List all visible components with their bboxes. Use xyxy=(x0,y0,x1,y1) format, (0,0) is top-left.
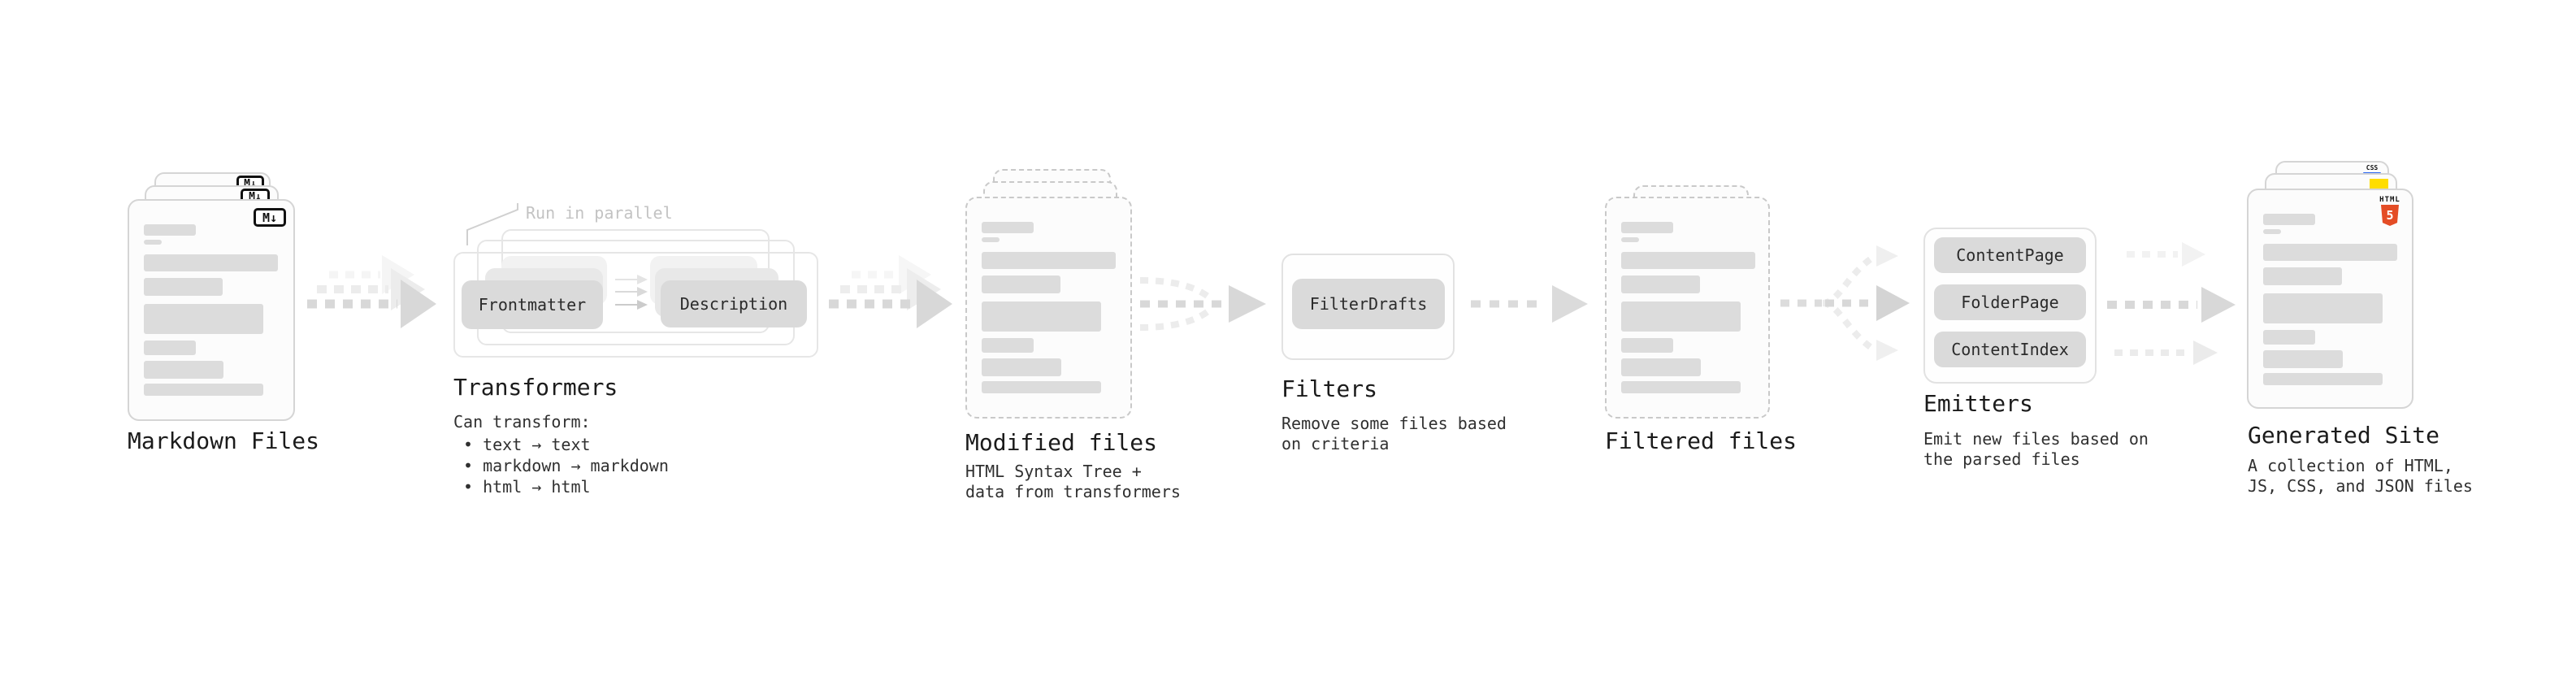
content-placeholder-bar xyxy=(2263,373,2383,385)
node-label: Generated Site xyxy=(2248,422,2440,449)
content-placeholder-bar xyxy=(982,301,1101,332)
transform-capability-item: • html → html xyxy=(463,477,591,497)
transformer-chip-frontmatter: Frontmatter xyxy=(462,280,603,329)
content-placeholder-bar xyxy=(1621,275,1700,293)
description-line: data from transformers xyxy=(965,482,1181,501)
content-placeholder-bar xyxy=(1621,301,1741,332)
content-placeholder-bar xyxy=(2263,267,2342,285)
description-line: JS, CSS, and JSON files xyxy=(2248,476,2473,496)
description-line: Emit new files based on xyxy=(1923,429,2149,449)
content-placeholder-bar xyxy=(2263,229,2281,234)
emitter-chip-contentpage: ContentPage xyxy=(1934,237,2086,273)
content-placeholder-bar xyxy=(982,358,1061,376)
content-placeholder-bar xyxy=(2263,330,2315,345)
description-line: HTML Syntax Tree + xyxy=(965,462,1142,481)
content-placeholder-bar xyxy=(2263,214,2315,225)
node-label: Filtered files xyxy=(1605,427,1798,454)
content-placeholder-bar xyxy=(2263,293,2383,323)
file-card: M↓ xyxy=(128,199,295,421)
node-description: HTML Syntax Tree + data from transformer… xyxy=(965,462,1181,502)
description-line: the parsed files xyxy=(1923,449,2080,469)
content-placeholder-bar xyxy=(144,304,263,334)
file-card xyxy=(1605,197,1770,419)
content-placeholder-bar xyxy=(144,340,196,355)
transformer-stack-box xyxy=(453,252,818,358)
content-placeholder-bar xyxy=(982,237,1000,242)
content-placeholder-bar xyxy=(144,361,223,379)
filter-chip-filterdrafts: FilterDrafts xyxy=(1292,279,1445,329)
content-placeholder-bar xyxy=(1621,381,1741,393)
file-content-placeholder xyxy=(1607,198,1768,417)
content-placeholder-bar xyxy=(982,381,1101,393)
content-placeholder-bar xyxy=(144,224,196,236)
node-title: Filters xyxy=(1281,375,1378,402)
description-line: Remove some files based xyxy=(1281,414,1507,433)
run-in-parallel-note: Run in parallel xyxy=(526,203,673,223)
content-placeholder-bar xyxy=(1621,252,1755,269)
content-placeholder-bar xyxy=(982,222,1034,233)
file-card xyxy=(965,197,1132,419)
content-placeholder-bar xyxy=(1621,222,1673,233)
content-placeholder-bar xyxy=(144,278,223,296)
node-description: Remove some files based on criteria xyxy=(1281,414,1507,454)
content-placeholder-bar xyxy=(2263,244,2397,261)
file-content-placeholder xyxy=(967,198,1130,417)
content-placeholder-bar xyxy=(1621,358,1701,376)
content-placeholder-bar xyxy=(144,240,162,245)
content-placeholder-bar xyxy=(144,254,278,271)
transform-capability-item: • markdown → markdown xyxy=(463,456,669,475)
html5-icon: HTML 5 xyxy=(2379,196,2400,226)
node-description: Emit new files based on the parsed files xyxy=(1923,429,2149,470)
description-line: A collection of HTML, xyxy=(2248,456,2453,475)
node-title: Emitters xyxy=(1923,390,2033,417)
node-description: Can transform: xyxy=(453,412,591,432)
node-description: A collection of HTML, JS, CSS, and JSON … xyxy=(2248,456,2473,497)
emitter-chip-contentindex: ContentIndex xyxy=(1934,332,2086,367)
file-content-placeholder xyxy=(129,201,293,419)
content-placeholder-bar xyxy=(982,275,1060,293)
content-placeholder-bar xyxy=(982,252,1116,269)
transformer-chip-description: Description xyxy=(661,280,807,327)
transform-capability-item: • text → text xyxy=(463,435,591,454)
file-content-placeholder xyxy=(2249,190,2412,407)
content-placeholder-bar xyxy=(1621,338,1673,353)
content-placeholder-bar xyxy=(982,338,1034,353)
description-line: on criteria xyxy=(1281,434,1390,453)
node-label: Modified files xyxy=(965,429,1158,456)
file-card: HTML 5 xyxy=(2247,189,2413,409)
content-placeholder-bar xyxy=(2263,350,2343,368)
node-label: Markdown Files xyxy=(128,427,320,454)
content-placeholder-bar xyxy=(144,384,263,396)
markdown-icon: M↓ xyxy=(254,208,286,227)
content-placeholder-bar xyxy=(1621,237,1639,242)
transform-capability-list: • text → text • markdown → markdown • ht… xyxy=(463,434,669,497)
node-title: Transformers xyxy=(453,374,618,401)
emitter-chip-folderpage: FolderPage xyxy=(1934,284,2086,320)
